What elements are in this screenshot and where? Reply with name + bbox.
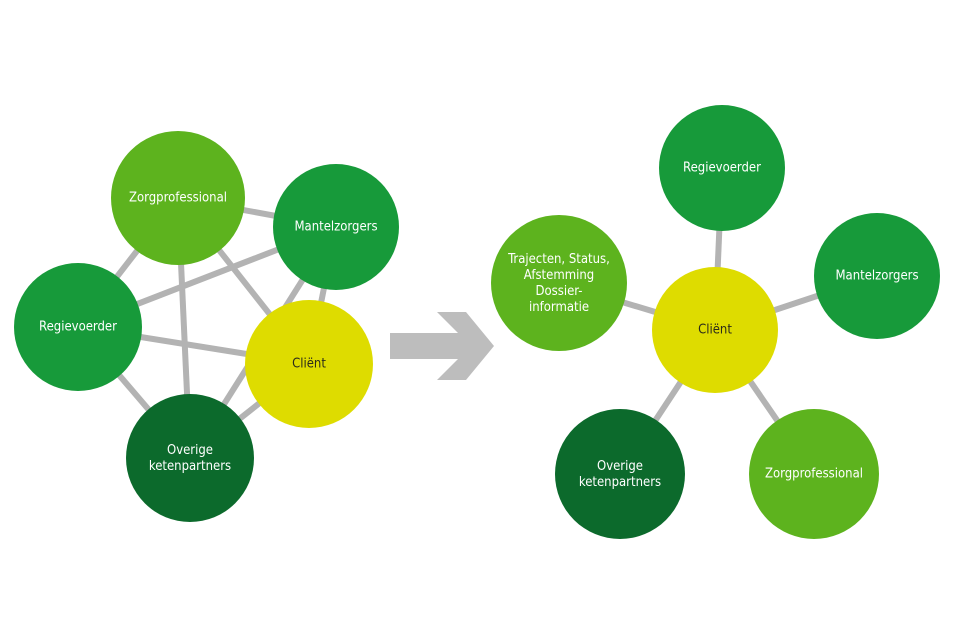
right-mantelzorgers-label: Mantelzorgers [835,269,918,284]
right-regievoerder-circle [659,105,785,231]
left-client-circle [245,300,373,428]
left-zorgprofessional-label: Zorgprofessional [129,191,227,206]
right-mantelzorgers-circle [814,213,940,339]
right-zorgprofessional-node: Zorgprofessional [749,409,879,539]
left-regievoerder-node: Regievoerder [14,263,142,391]
left-mantelzorgers-circle [273,164,399,290]
right-dossier-circle [491,215,627,351]
left-regievoerder-label: Regievoerder [39,320,117,335]
right-arrow-icon [390,312,494,380]
right-zorgprofessional-circle [749,409,879,539]
left-mantelzorgers-node: Mantelzorgers [273,164,399,290]
right-regievoerder-label: Regievoerder [683,161,761,176]
right-mantelzorgers-node: Mantelzorgers [814,213,940,339]
left-overige-circle [126,394,254,522]
left-client-label: Cliënt [292,357,326,372]
left-client-node: Cliënt [245,300,373,428]
right-client-node: Cliënt [652,267,778,393]
left-zorgprofessional-node: Zorgprofessional [111,131,245,265]
right-zorgprofessional-label: Zorgprofessional [765,467,863,482]
right-overige-circle [555,409,685,539]
left-network-nodes: ZorgprofessionalMantelzorgersRegievoerde… [14,131,399,522]
right-client-circle [652,267,778,393]
right-network-nodes: RegievoerderMantelzorgersZorgprofessiona… [491,105,940,539]
left-regievoerder-circle [14,263,142,391]
right-regievoerder-node: Regievoerder [659,105,785,231]
left-mantelzorgers-label: Mantelzorgers [294,220,377,235]
left-zorgprofessional-circle [111,131,245,265]
right-client-label: Cliënt [698,323,732,338]
